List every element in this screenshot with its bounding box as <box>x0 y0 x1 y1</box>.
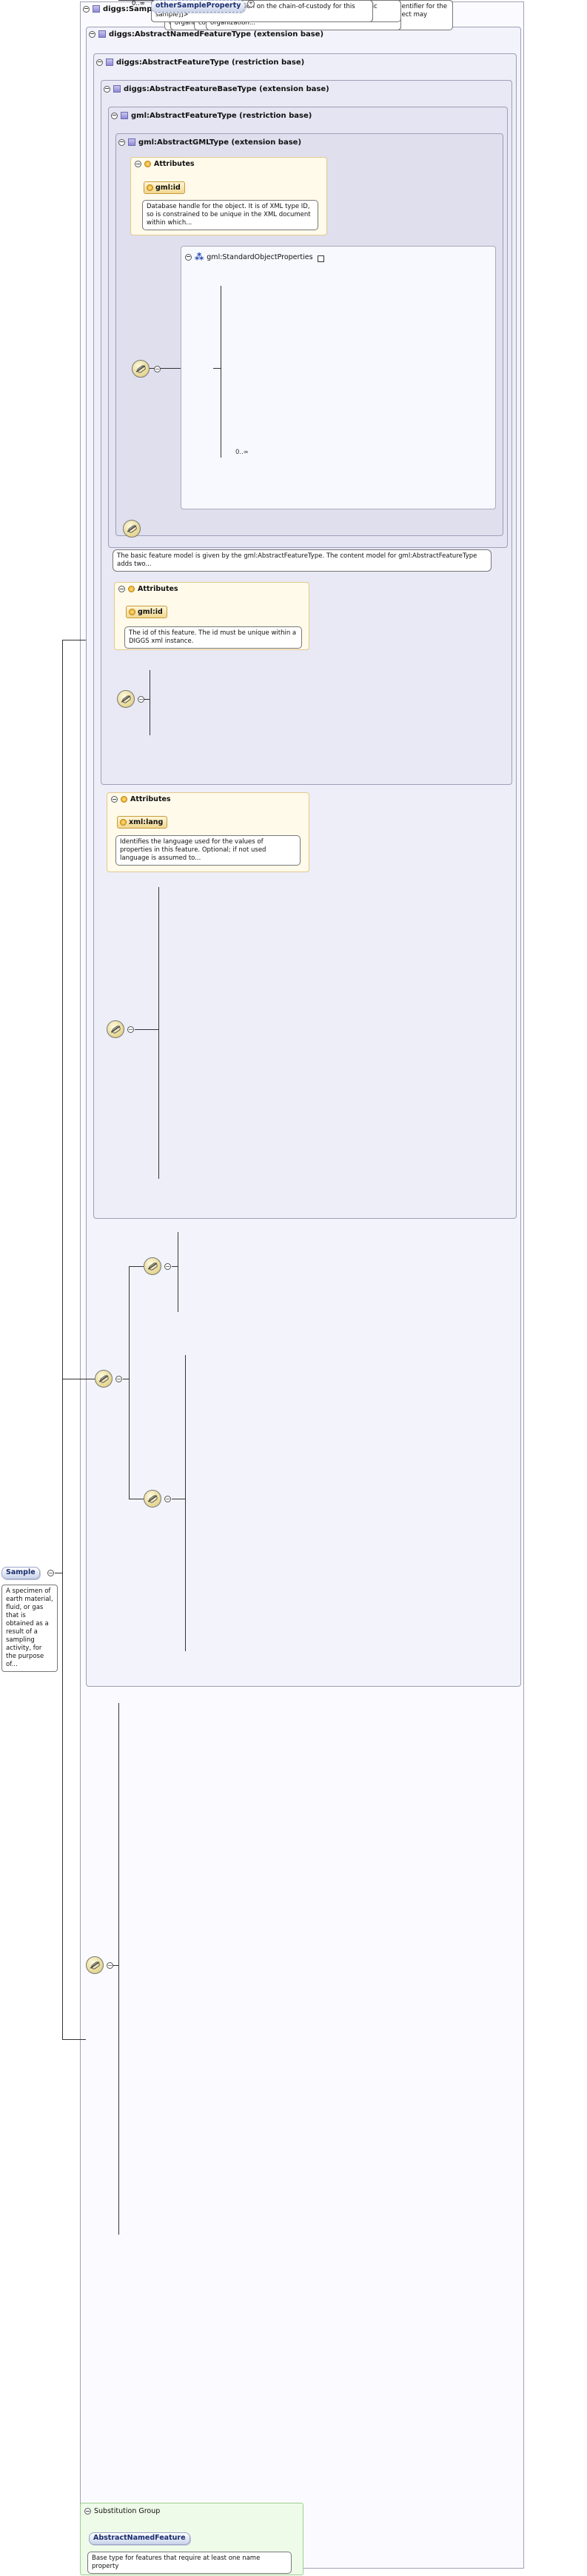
complex-type-icon <box>113 85 121 93</box>
attr-doc: Database handle for the object. It is of… <box>142 200 318 230</box>
substitution-doc: Base type for features that require at l… <box>87 2552 292 2574</box>
attribute-icon <box>120 819 127 826</box>
expand-icon[interactable]: − <box>154 365 161 372</box>
expand-icon[interactable]: − <box>164 1262 171 1270</box>
attribute-icon <box>121 796 127 803</box>
expand-icon[interactable]: + <box>246 0 255 7</box>
collapse-icon[interactable]: − <box>118 138 125 146</box>
connector <box>118 0 151 1</box>
collapse-icon[interactable]: − <box>111 795 118 803</box>
attribute-icon <box>147 184 153 191</box>
collapse-icon[interactable]: − <box>89 30 95 38</box>
sequence-icon[interactable] <box>144 1490 161 1508</box>
collapse-icon[interactable]: − <box>104 85 110 93</box>
cardinality: 0..∞ <box>132 0 145 7</box>
sample-type-header: − diggs:SampleType <box>83 4 179 13</box>
collapse-icon[interactable]: − <box>96 58 103 66</box>
attributes-header: − Attributes <box>118 585 178 593</box>
sequence-icon[interactable] <box>107 1020 124 1038</box>
attributes-header: − Attributes <box>111 795 171 803</box>
collapse-icon[interactable]: − <box>185 253 192 261</box>
sequence-icon[interactable] <box>144 1257 161 1275</box>
feature-base-header: − diggs:AbstractFeatureBaseType (extensi… <box>104 84 329 93</box>
collapse-icon[interactable]: − <box>118 585 125 592</box>
collapse-icon[interactable]: − <box>84 2507 91 2515</box>
attr-gml-id[interactable]: gml:id <box>144 181 185 194</box>
cardinality: 0..∞ <box>132 0 145 7</box>
attr-doc: Identifies the language used for the val… <box>115 835 301 866</box>
group-icon: ⁂ <box>195 252 204 262</box>
sequence-icon[interactable] <box>123 520 141 538</box>
complex-type-icon <box>128 138 135 146</box>
attr-doc: The id of this feature. The id must be u… <box>124 626 302 649</box>
substitution-element[interactable]: AbstractNamedFeature <box>89 2532 190 2545</box>
sequence-icon[interactable] <box>132 360 150 378</box>
gml-gmltype-header: − gml:AbstractGMLType (extension base) <box>118 138 302 147</box>
gml-feature-doc: The basic feature model is given by the … <box>113 549 492 572</box>
element-othersampleproperty[interactable]: otherSampleProperty <box>151 0 246 13</box>
complex-type-icon <box>121 112 128 119</box>
sequence-icon[interactable] <box>86 1956 104 1974</box>
complex-type-icon <box>98 30 106 38</box>
collapse-icon[interactable]: − <box>83 5 90 13</box>
collapse-icon[interactable]: − <box>135 160 141 167</box>
collapse-icon[interactable]: − <box>111 112 118 119</box>
sample-doc: A specimen of earth material, fluid, or … <box>1 1585 58 1672</box>
expand-icon[interactable]: − <box>127 1026 134 1033</box>
sample-element[interactable]: Sample <box>1 1567 40 1579</box>
named-feature-type-header: − diggs:AbstractNamedFeatureType (extens… <box>89 30 324 39</box>
attribute-icon <box>144 161 151 167</box>
attr-gml-id[interactable]: gml:id <box>126 606 167 618</box>
complex-type-icon <box>93 5 100 13</box>
link-icon[interactable] <box>317 255 324 262</box>
sequence-icon[interactable] <box>95 1370 113 1388</box>
expand-icon[interactable]: − <box>47 1569 54 1576</box>
std-props-header: − ⁂ gml:StandardObjectProperties <box>185 252 324 262</box>
feature-restriction-header: − diggs:AbstractFeatureType (restriction… <box>96 58 305 67</box>
substitution-header: − Substitution Group <box>84 2507 161 2515</box>
gml-feature-header: − gml:AbstractFeatureType (restriction b… <box>111 111 312 120</box>
attributes-header: − Attributes <box>135 160 195 168</box>
expand-icon[interactable]: − <box>164 1495 171 1502</box>
std-props-group <box>181 246 496 509</box>
complex-type-icon <box>106 58 113 66</box>
sequence-icon[interactable] <box>117 690 135 708</box>
attribute-icon <box>129 609 135 615</box>
attribute-icon <box>128 586 135 592</box>
attr-xml-lang[interactable]: xml:lang <box>117 816 168 829</box>
expand-icon[interactable]: − <box>115 1375 122 1382</box>
cardinality: 0..∞ <box>235 449 249 456</box>
